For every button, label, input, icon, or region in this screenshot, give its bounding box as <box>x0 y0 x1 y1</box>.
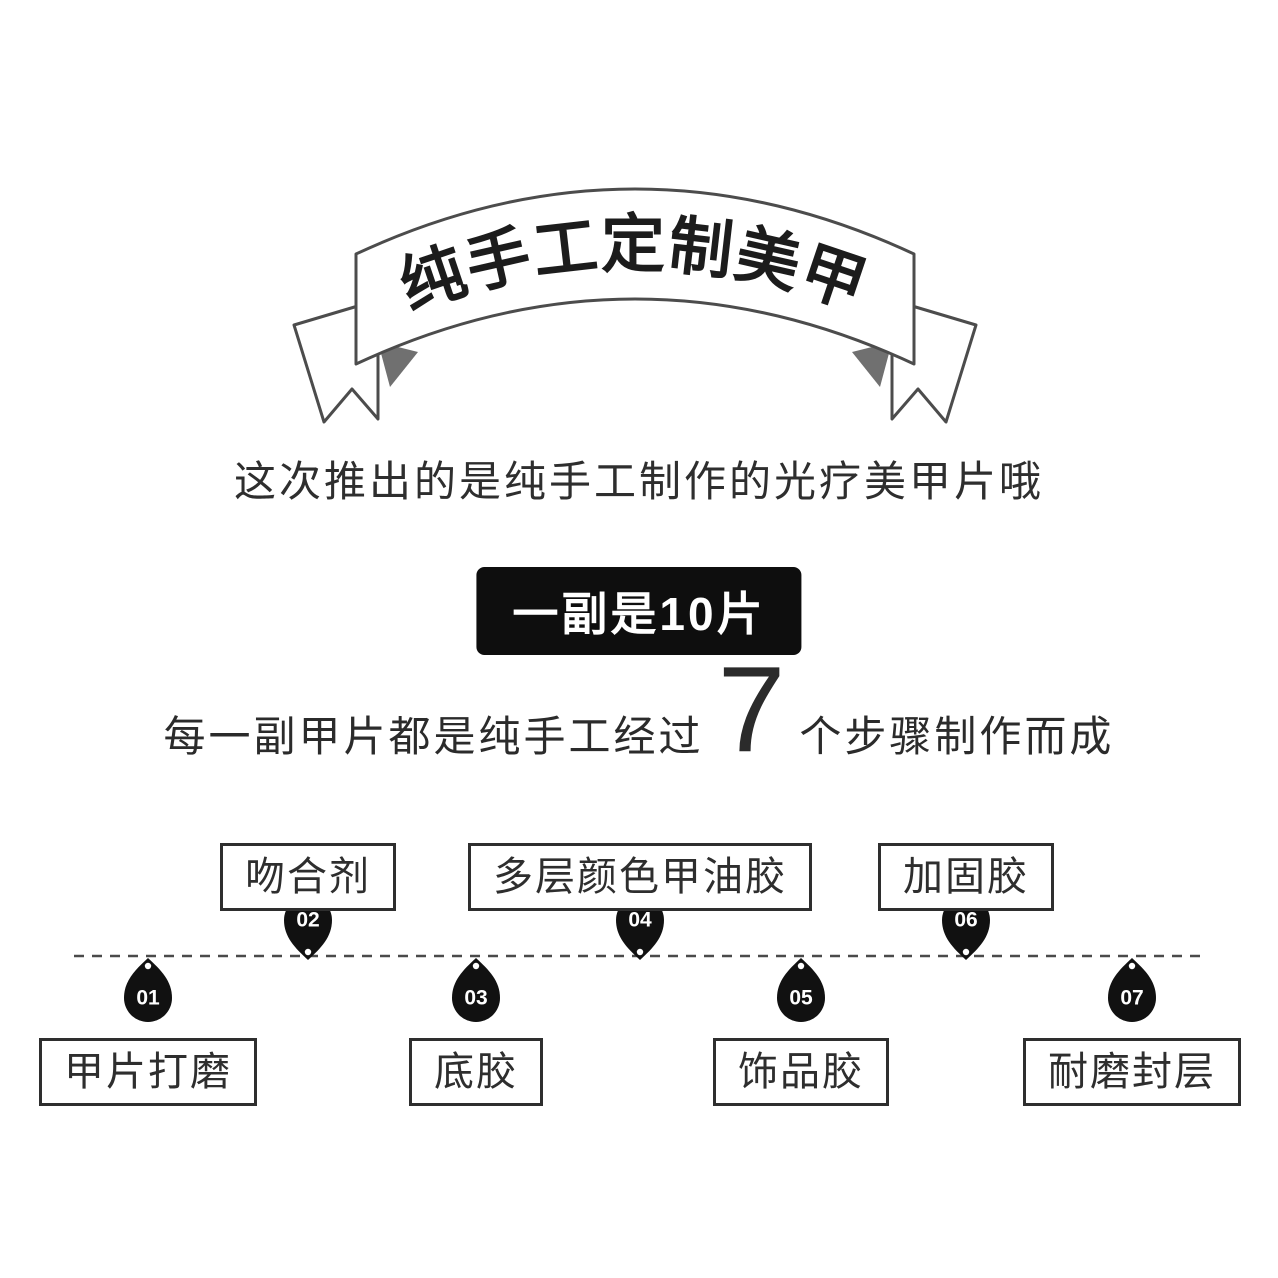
steps-sentence: 每一副甲片都是纯手工经过 7 个步骤制作而成 <box>0 648 1278 770</box>
step-label-box: 甲片打磨 <box>39 1038 257 1106</box>
step-number: 07 <box>1120 987 1143 1010</box>
step-label: 底胶 <box>434 1050 518 1094</box>
step-label-box: 加固胶 <box>878 843 1054 911</box>
step-label: 吻合剂 <box>245 855 371 899</box>
intro-text: 这次推出的是纯手工制作的光疗美甲片哦 <box>233 458 1044 505</box>
step-number: 03 <box>464 987 487 1010</box>
steps-sentence-prefix: 每一副甲片都是纯手工经过 <box>163 713 704 760</box>
ribbon-banner-icon: 纯手工定制美甲 <box>292 187 978 424</box>
step-number: 06 <box>954 909 977 932</box>
step-label: 加固胶 <box>903 855 1029 899</box>
step-label-box: 多层颜色甲油胶 <box>468 843 812 911</box>
step-label: 多层颜色甲油胶 <box>493 855 787 899</box>
ribbon-banner: 纯手工定制美甲 <box>278 182 992 437</box>
step-drop-icon: 04 <box>616 896 664 960</box>
step-drop-icon: 06 <box>942 896 990 960</box>
step-number: 02 <box>296 909 319 932</box>
step-label-box: 吻合剂 <box>220 843 396 911</box>
quantity-badge: 一副是10片 <box>476 567 802 655</box>
steps-sentence-suffix: 个步骤制作而成 <box>799 713 1115 760</box>
step-label: 甲片打磨 <box>64 1050 232 1094</box>
step-label-box: 耐磨封层 <box>1023 1038 1241 1106</box>
step-number: 05 <box>789 987 813 1010</box>
step-number: 04 <box>628 909 652 932</box>
step-drop-icon: 02 <box>284 896 332 960</box>
step-drop-icon: 03 <box>452 958 500 1022</box>
step-drop-icon: 07 <box>1108 958 1156 1022</box>
step-label: 饰品胶 <box>738 1050 864 1094</box>
step-drop-icon: 05 <box>777 958 825 1022</box>
step-label: 耐磨封层 <box>1048 1050 1216 1094</box>
step-number: 01 <box>136 987 160 1010</box>
step-count: 7 <box>717 641 786 777</box>
step-label-box: 底胶 <box>409 1038 543 1106</box>
step-label-box: 饰品胶 <box>713 1038 889 1106</box>
step-drop-icon: 01 <box>124 958 172 1022</box>
